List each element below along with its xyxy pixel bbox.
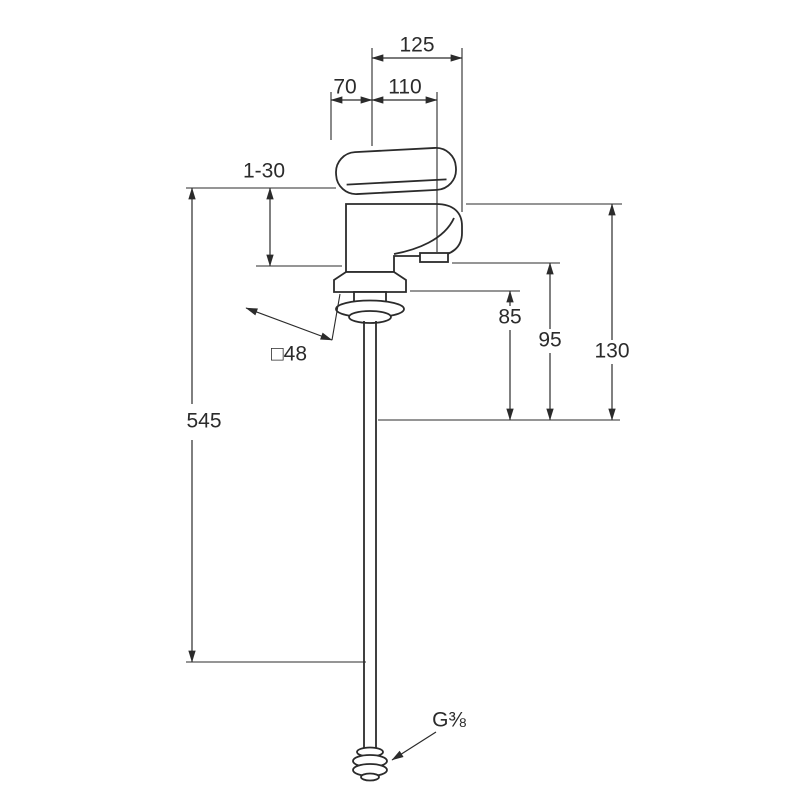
faucet-spout-inner-line (393, 217, 455, 255)
extension-lines-group (186, 48, 622, 663)
dim-label-545: 545 (186, 410, 221, 433)
dim-label-1-30: 1-30 (243, 160, 285, 183)
dim-label-70: 70 (333, 76, 356, 99)
faucet-base-plate (333, 271, 407, 293)
faucet-body-group (333, 147, 463, 782)
dim-label-85: 85 (498, 306, 521, 329)
dim-label-95: 95 (538, 329, 561, 352)
mounting-nut (348, 310, 392, 324)
dimension-labels-group: 125 110 70 1-30 545 85 95 130 □48 G⅜ (186, 34, 629, 732)
dim-line-base-square (245, 307, 333, 341)
thread-label: G⅜ (432, 709, 466, 732)
dim-label-130: 130 (594, 340, 629, 363)
dim-label-base-square: □48 (271, 343, 307, 366)
faucet-lever-inner-line (346, 178, 447, 186)
leader-line-thread (391, 731, 437, 761)
ext-line-base-square (331, 293, 341, 341)
faucet-aerator (419, 252, 449, 263)
dimension-lines-group (188, 54, 616, 761)
faucet-lever-outline (335, 147, 457, 195)
faucet-lever (335, 147, 457, 195)
dim-label-110: 110 (388, 76, 421, 99)
hose-fitting-tip (360, 772, 380, 782)
dim-label-125: 125 (399, 34, 434, 57)
